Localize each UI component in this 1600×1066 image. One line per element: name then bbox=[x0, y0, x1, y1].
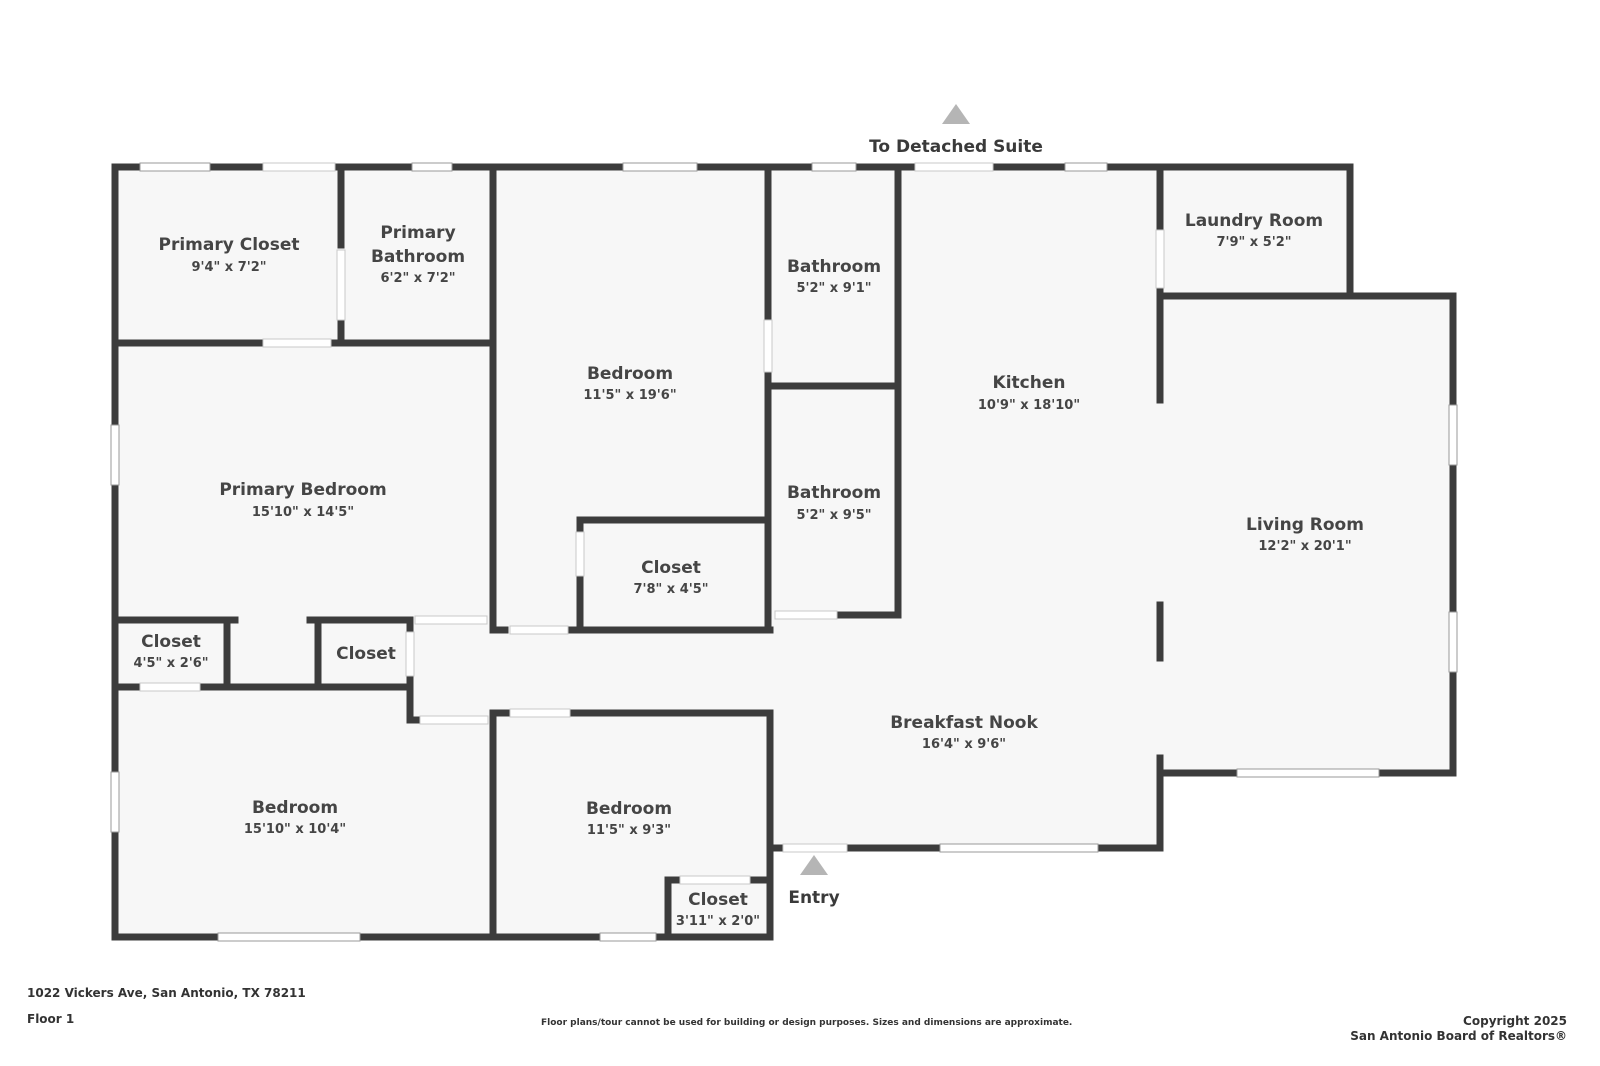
svg-text:7'8" x 4'5": 7'8" x 4'5" bbox=[633, 582, 708, 597]
room-closet-center: Closet 7'8" x 4'5" bbox=[633, 558, 708, 597]
svg-text:15'10" x 10'4": 15'10" x 10'4" bbox=[244, 822, 346, 837]
room-bedroom-left: Bedroom 15'10" x 10'4" bbox=[244, 798, 346, 837]
exterior-mask bbox=[773, 850, 1473, 950]
svg-text:Breakfast Nook: Breakfast Nook bbox=[890, 713, 1038, 733]
svg-text:16'4" x 9'6": 16'4" x 9'6" bbox=[922, 737, 1006, 752]
svg-text:Bathroom: Bathroom bbox=[787, 257, 881, 277]
detached-suite-label: To Detached Suite bbox=[869, 137, 1043, 157]
svg-text:Primary Closet: Primary Closet bbox=[159, 235, 300, 255]
room-bedroom-center: Bedroom 11'5" x 19'6" bbox=[583, 364, 676, 403]
svg-text:Bedroom: Bedroom bbox=[587, 364, 673, 384]
svg-text:Bedroom: Bedroom bbox=[586, 799, 672, 819]
svg-text:Bedroom: Bedroom bbox=[252, 798, 338, 818]
svg-text:Closet: Closet bbox=[141, 632, 201, 652]
exterior-mask bbox=[1162, 775, 1462, 855]
svg-text:Closet: Closet bbox=[336, 644, 396, 664]
disclaimer: Floor plans/tour cannot be used for buil… bbox=[541, 1018, 1073, 1028]
room-kitchen: Kitchen 10'9" x 18'10" bbox=[978, 373, 1080, 413]
svg-text:10'9" x 18'10": 10'9" x 18'10" bbox=[978, 398, 1080, 413]
entry-label: Entry bbox=[788, 888, 839, 908]
svg-text:15'10" x 14'5": 15'10" x 14'5" bbox=[252, 505, 354, 520]
svg-text:Closet: Closet bbox=[688, 890, 748, 910]
exterior-mask bbox=[1352, 160, 1472, 294]
svg-text:7'9" x 5'2": 7'9" x 5'2" bbox=[1216, 235, 1291, 250]
room-closet-hall: Closet bbox=[336, 644, 396, 664]
svg-text:5'2" x 9'5": 5'2" x 9'5" bbox=[796, 508, 871, 523]
floor-label: Floor 1 bbox=[27, 1012, 75, 1026]
room-bedroom-right: Bedroom 11'5" x 9'3" bbox=[586, 799, 672, 838]
svg-text:Living Room: Living Room bbox=[1246, 515, 1364, 535]
svg-text:4'5" x 2'6": 4'5" x 2'6" bbox=[133, 656, 208, 671]
svg-text:Kitchen: Kitchen bbox=[993, 373, 1066, 393]
property-address: 1022 Vickers Ave, San Antonio, TX 78211 bbox=[27, 986, 306, 1000]
copyright-line-1: Copyright 2025 bbox=[1463, 1014, 1567, 1028]
svg-text:9'4" x 7'2": 9'4" x 7'2" bbox=[191, 260, 266, 275]
room-closet-small-left: Closet 4'5" x 2'6" bbox=[133, 632, 208, 671]
svg-text:5'2" x 9'1": 5'2" x 9'1" bbox=[796, 281, 871, 296]
svg-text:12'2" x 20'1": 12'2" x 20'1" bbox=[1258, 539, 1351, 554]
svg-text:11'5" x 9'3": 11'5" x 9'3" bbox=[587, 823, 671, 838]
windows bbox=[110, 162, 1458, 942]
room-bathroom-1: Bathroom 5'2" x 9'1" bbox=[787, 257, 881, 296]
floor-area bbox=[115, 167, 1453, 938]
room-breakfast-nook: Breakfast Nook 16'4" x 9'6" bbox=[890, 713, 1038, 752]
svg-text:6'2" x 7'2": 6'2" x 7'2" bbox=[380, 271, 455, 286]
svg-text:3'11" x 2'0": 3'11" x 2'0" bbox=[676, 914, 760, 929]
svg-text:Laundry Room: Laundry Room bbox=[1185, 211, 1323, 231]
svg-text:11'5" x 19'6": 11'5" x 19'6" bbox=[583, 388, 676, 403]
svg-text:Primary: Primary bbox=[380, 223, 455, 243]
svg-text:Closet: Closet bbox=[641, 558, 701, 578]
room-closet-bedroom: Closet 3'11" x 2'0" bbox=[676, 890, 760, 929]
openings bbox=[139, 162, 1165, 885]
copyright-line-2: San Antonio Board of Realtors® bbox=[1350, 1029, 1567, 1043]
room-laundry-room: Laundry Room 7'9" x 5'2" bbox=[1185, 211, 1323, 250]
detached-suite-arrow-icon bbox=[942, 104, 970, 124]
svg-text:Bathroom: Bathroom bbox=[371, 247, 465, 267]
room-primary-bedroom: Primary Bedroom 15'10" x 14'5" bbox=[219, 480, 386, 520]
entry-arrow-icon bbox=[800, 855, 828, 875]
room-living-room: Living Room 12'2" x 20'1" bbox=[1246, 515, 1364, 554]
svg-text:Bathroom: Bathroom bbox=[787, 483, 881, 503]
room-primary-closet: Primary Closet 9'4" x 7'2" bbox=[159, 235, 300, 275]
copyright: Copyright 2025 San Antonio Board of Real… bbox=[1350, 1014, 1567, 1044]
room-primary-bathroom: Primary Bathroom 6'2" x 7'2" bbox=[371, 223, 465, 286]
room-bathroom-2: Bathroom 5'2" x 9'5" bbox=[787, 483, 881, 523]
svg-text:Primary Bedroom: Primary Bedroom bbox=[219, 480, 386, 500]
